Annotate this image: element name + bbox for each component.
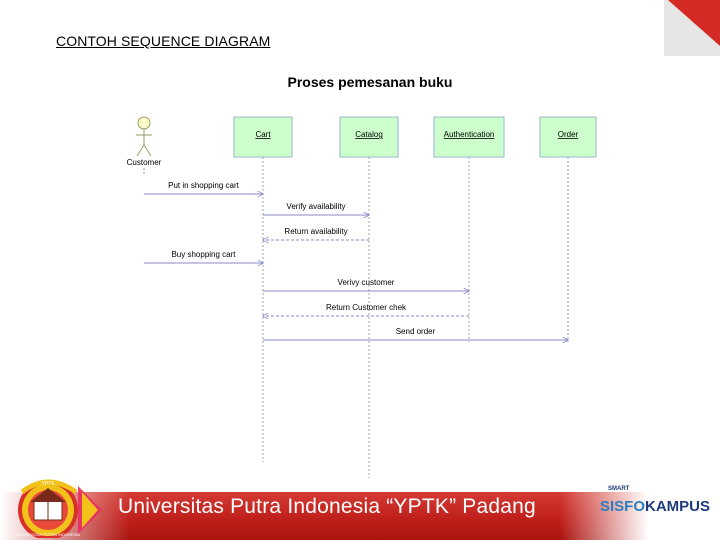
message-label: Return availability (284, 227, 347, 236)
brand-kampus: KAMPUS (645, 498, 711, 515)
corner-decoration (664, 0, 720, 56)
message-7: Send order (263, 327, 568, 340)
object-authentication: Authentication (433, 116, 505, 158)
object-cart: Cart (233, 116, 293, 158)
actor-customer: Customer (127, 116, 162, 167)
message-label: Buy shopping cart (171, 250, 236, 259)
object-order: Order (539, 116, 597, 158)
footer: Universitas Putra Indonesia “YPTK” Padan… (0, 478, 720, 540)
message-label: Send order (396, 327, 436, 336)
brand-small: SMART (608, 486, 630, 492)
object-label: Catalog (355, 130, 383, 139)
message-1: Put in shopping cart (144, 181, 263, 194)
object-catalog: Catalog (339, 116, 399, 158)
message-label: Verify availability (286, 202, 345, 211)
message-4: Buy shopping cart (144, 250, 263, 263)
diagram-title: Proses pemesanan buku (287, 74, 453, 90)
brand-sisfo: SISFO (600, 498, 646, 515)
message-2: Verify availability (263, 202, 369, 215)
sisfokampus-logo: SMART SISFOKAMPUS (600, 484, 720, 534)
logo-top-text: YPTK (41, 481, 55, 487)
object-label: Order (558, 130, 579, 139)
slide-title: CONTOH SEQUENCE DIAGRAM (56, 33, 271, 49)
object-label: Cart (255, 130, 271, 139)
message-label: Return Customer chek (326, 303, 407, 312)
university-logo: YPTK UNIVERSITAS PUTRA INDONESIA (16, 479, 102, 538)
message-3: Return availability (263, 227, 369, 240)
message-5: Verivy customer (263, 278, 469, 291)
logo-ring-text: UNIVERSITAS PUTRA INDONESIA (16, 532, 80, 537)
message-6: Return Customer chek (263, 303, 469, 316)
university-name: Universitas Putra Indonesia “YPTK” Padan… (118, 495, 536, 518)
actor-label: Customer (127, 158, 162, 167)
object-label: Authentication (444, 130, 495, 139)
message-label: Verivy customer (338, 278, 395, 287)
message-label: Put in shopping cart (168, 181, 239, 190)
